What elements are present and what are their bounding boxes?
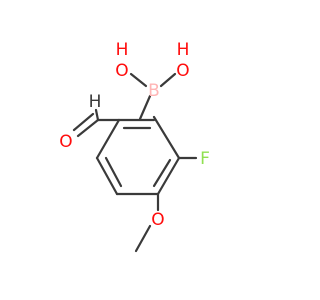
ring-bond-c2-c3 [156,156,181,196]
aldehyde-oxygen-label: O [59,132,72,152]
bond-c1-boron [138,94,152,121]
bond-aldehyde-c-o-2 [72,112,95,132]
ring-bond-c4-c5 [95,156,119,196]
ring-bond-c1-c2 [152,115,181,160]
molecule-structure-diagram: H O O H B H O F O [59,40,210,253]
methoxy-oxygen-label: O [151,210,164,230]
aldehyde-hydrogen-label: H [89,92,102,112]
hydroxyl-right-oxygen-label: O [176,61,189,81]
atom-label-layer: H O O H B H O F O [59,40,210,230]
ring-double-bond-inner-2 [152,158,172,188]
hydroxyl-left-oxygen-label: O [115,61,128,81]
bond-boron-o-left [129,72,148,88]
ring-bond-c5-c6 [95,118,121,160]
bond-aldehyde-c-o-1 [76,118,100,138]
bond-boron-o-right [159,72,177,88]
bond-aldehyde-c-h [94,108,100,122]
bond-layer [72,72,198,253]
hydroxyl-left-hydrogen-label: H [116,40,129,60]
boron-label: B [148,81,160,101]
hydroxyl-right-hydrogen-label: H [177,40,190,60]
bond-methoxy-o-methyl [134,224,152,253]
ring-double-bond-inner-3 [104,156,123,188]
fluorine-label: F [200,149,210,169]
